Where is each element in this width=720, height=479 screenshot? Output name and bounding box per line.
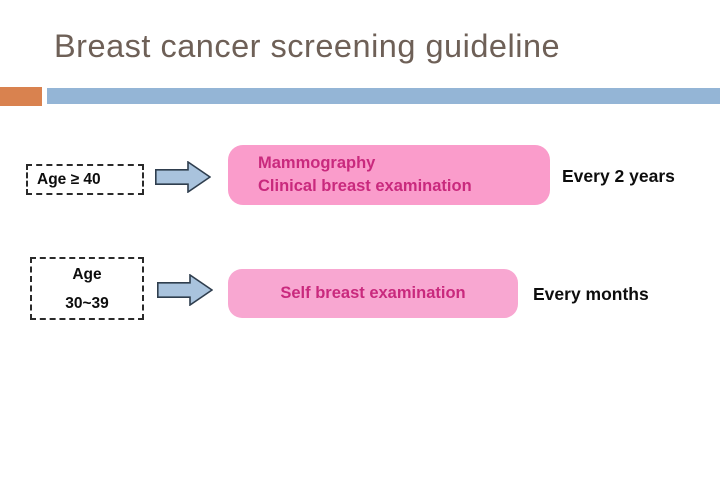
screening-method-box: Self breast examination bbox=[228, 269, 518, 318]
frequency-label: Every 2 years bbox=[562, 166, 675, 186]
age-group-box-40plus: Age ≥ 40 bbox=[26, 164, 144, 195]
frequency-label: Every months bbox=[533, 284, 649, 304]
age-group-label: 30~39 bbox=[65, 294, 109, 312]
age-group-label: Age bbox=[72, 265, 102, 283]
age-group-label: Age ≥ 40 bbox=[37, 170, 101, 188]
screening-method-box: Mammography Clinical breast examination bbox=[228, 145, 550, 205]
divider-accent-block bbox=[0, 87, 42, 106]
arrow-right-icon bbox=[157, 274, 213, 306]
age-group-box-30-39: Age 30~39 bbox=[30, 257, 144, 320]
arrow-right-icon bbox=[155, 161, 211, 193]
screening-method-line: Mammography bbox=[258, 154, 376, 172]
screening-method-line: Clinical breast examination bbox=[258, 177, 472, 195]
divider-bar bbox=[47, 88, 720, 104]
screening-method-line: Self breast examination bbox=[280, 284, 466, 302]
page-title: Breast cancer screening guideline bbox=[54, 28, 561, 64]
